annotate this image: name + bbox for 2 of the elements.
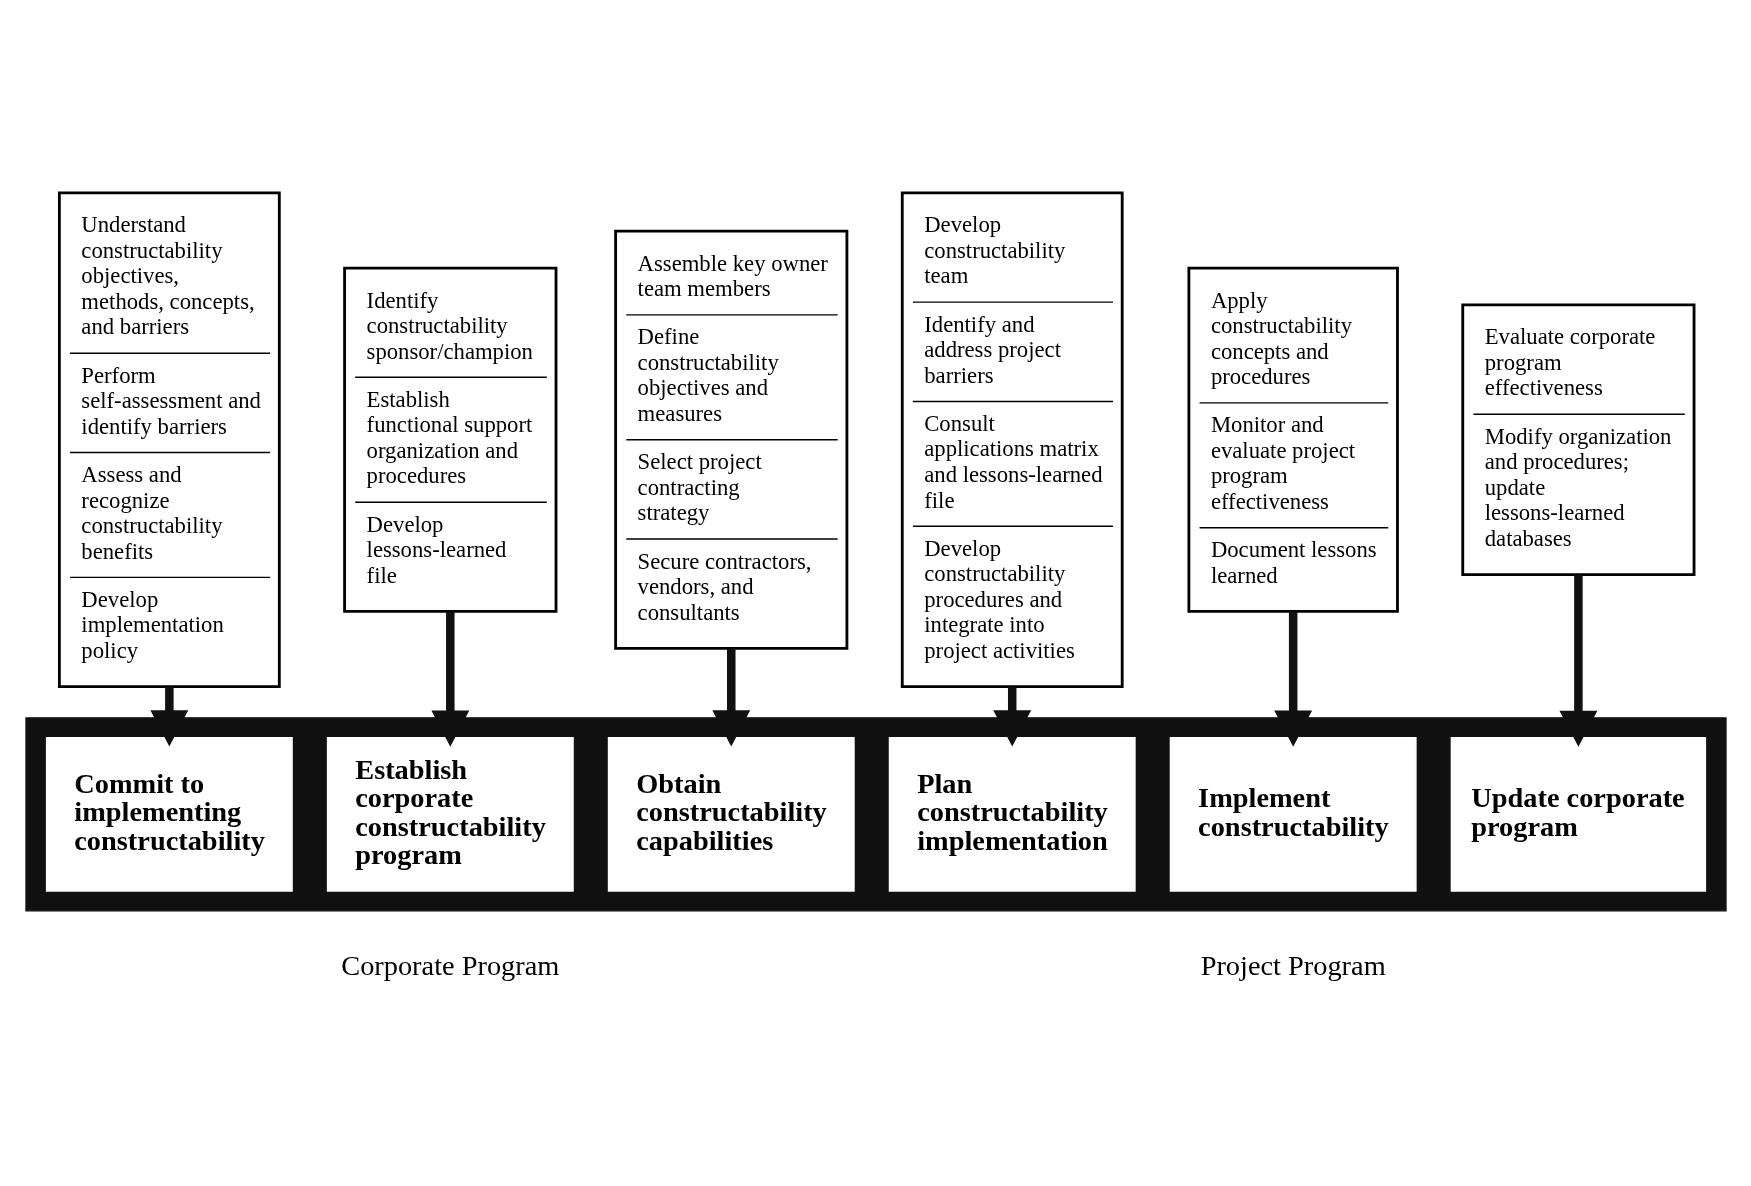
label: Project Program <box>1200 949 1386 981</box>
label: Corporate Program <box>340 949 559 981</box>
